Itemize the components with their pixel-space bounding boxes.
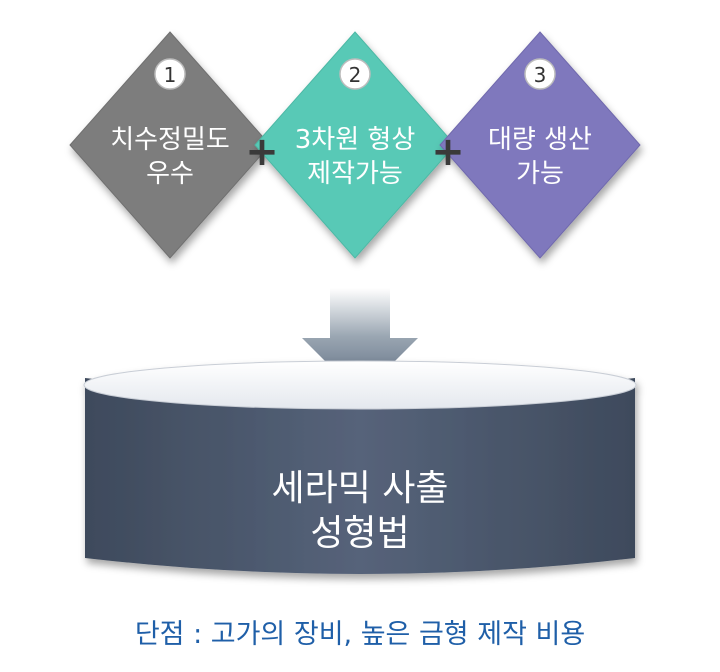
cylinder-top [83, 360, 637, 410]
step-2-label-line2: 제작가능 [307, 159, 403, 189]
step-2-shape [254, 31, 456, 259]
step-1-label-line1: 치수정밀도 [110, 125, 230, 155]
step-3-number: 3 [534, 63, 547, 87]
step-3-diamond [439, 31, 641, 259]
step-2-label-line1: 3차원 형상 [295, 125, 416, 155]
plus-connector-1: + [245, 129, 279, 175]
result-cylinder [83, 360, 637, 574]
step-3-number-badge: 3 [524, 58, 556, 90]
disadvantage-caption: 단점 : 고가의 장비, 높은 금형 제작 비용 [134, 619, 586, 650]
step-3-label-line1: 대량 생산 [488, 125, 592, 155]
plus-connector-2: + [431, 129, 465, 175]
step-2-number: 2 [349, 63, 362, 87]
step-1-number-badge: 1 [154, 58, 186, 90]
result-label-line1: 세라믹 사출 [271, 468, 448, 509]
result-label-line2: 성형법 [310, 513, 409, 554]
plus-icon: + [431, 129, 465, 175]
step-3-label-line2: 가능 [516, 159, 564, 189]
step-2-diamond [254, 31, 456, 259]
step-1-label-line2: 우수 [146, 159, 194, 189]
step-1-shape [69, 31, 271, 259]
cylinder-body [85, 378, 635, 574]
step-1-number: 1 [164, 63, 177, 87]
step-1-diamond [69, 31, 271, 259]
step-2-number-badge: 2 [339, 58, 371, 90]
step-3-shape [439, 31, 641, 259]
down-arrow-icon [302, 288, 418, 396]
plus-icon: + [245, 129, 279, 175]
